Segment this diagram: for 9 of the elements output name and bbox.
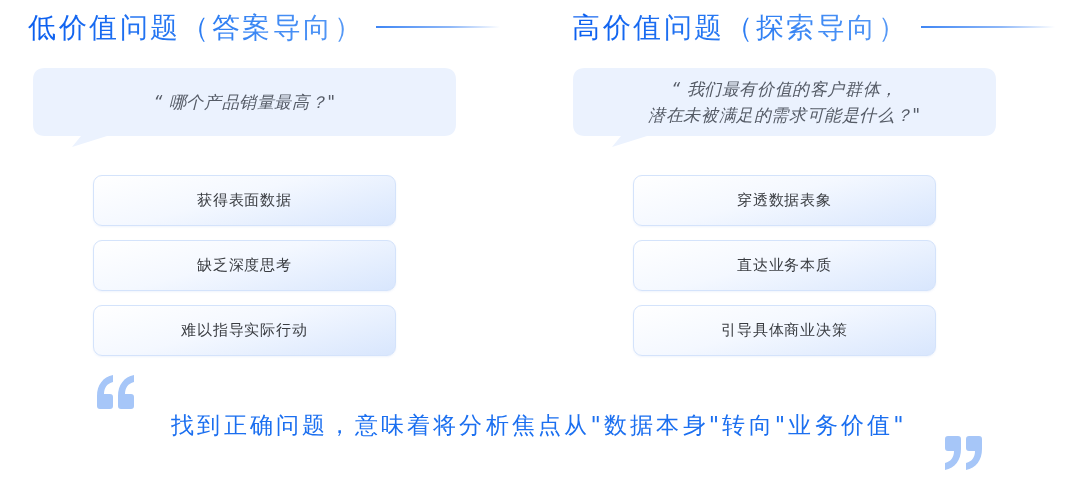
text-box: 穿透数据表象	[633, 175, 936, 226]
text-box: 获得表面数据	[93, 175, 396, 226]
quote-text: “ 哪个产品销量最高？"	[153, 91, 336, 114]
text-box: 缺乏深度思考	[93, 240, 396, 291]
text-box: 引导具体商业决策	[633, 305, 936, 356]
text-box: 难以指导实际行动	[93, 305, 396, 356]
text-box: 直达业务本质	[633, 240, 936, 291]
quote-text: “ 我们最有价值的客户群体，潜在未被满足的需求可能是什么？"	[648, 78, 921, 127]
summary-text: 找到正确问题，意味着将分析焦点从"数据本身"转向"业务价值"	[171, 411, 907, 440]
